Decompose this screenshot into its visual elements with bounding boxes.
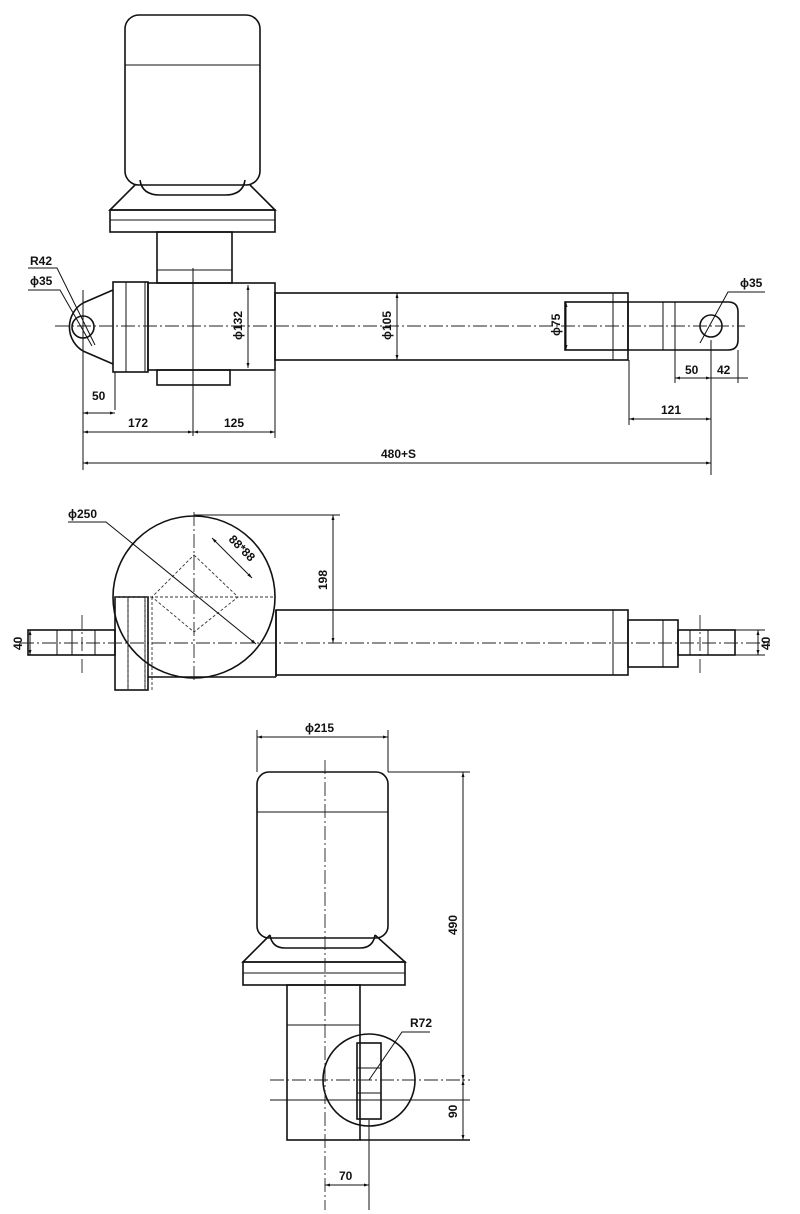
top-view: ϕ250 88*88 198 40 40 [11,507,773,691]
dim-121: 121 [661,403,681,417]
square-88-label: 88*88 [226,532,258,564]
motor [108,14,277,284]
phi105-label: ϕ105 [380,311,394,340]
dim-90: 90 [446,1104,460,1118]
dim-50-left: 50 [92,389,106,403]
square-bore [151,554,239,633]
dim-40-left: 40 [11,636,25,650]
dim-50-right: 50 [685,363,699,377]
dim-198: 198 [316,570,330,590]
phi35-left-label: ϕ35 [30,274,53,288]
phi250-label: ϕ250 [68,507,97,521]
phi132-label: ϕ132 [231,311,245,340]
phi215-label: ϕ215 [305,721,334,735]
dim-480s: 480+S [381,447,416,461]
r72-label: R72 [410,1016,432,1030]
r42-label: R42 [30,254,52,268]
dim-125: 125 [224,416,244,430]
front-view: R42 ϕ35 ϕ35 ϕ132 ϕ105 ϕ75 50 172 125 480… [28,14,765,475]
phi75-label: ϕ75 [549,313,563,336]
dim-40-right: 40 [759,636,773,650]
side-view: ϕ215 490 R72 90 70 [241,721,470,1210]
dim-42: 42 [717,363,731,377]
gearbox-body [68,268,276,436]
phi35-right-label: ϕ35 [740,276,763,290]
dim-490: 490 [446,915,460,935]
dim-172: 172 [128,416,148,430]
dim-70: 70 [339,1169,353,1183]
